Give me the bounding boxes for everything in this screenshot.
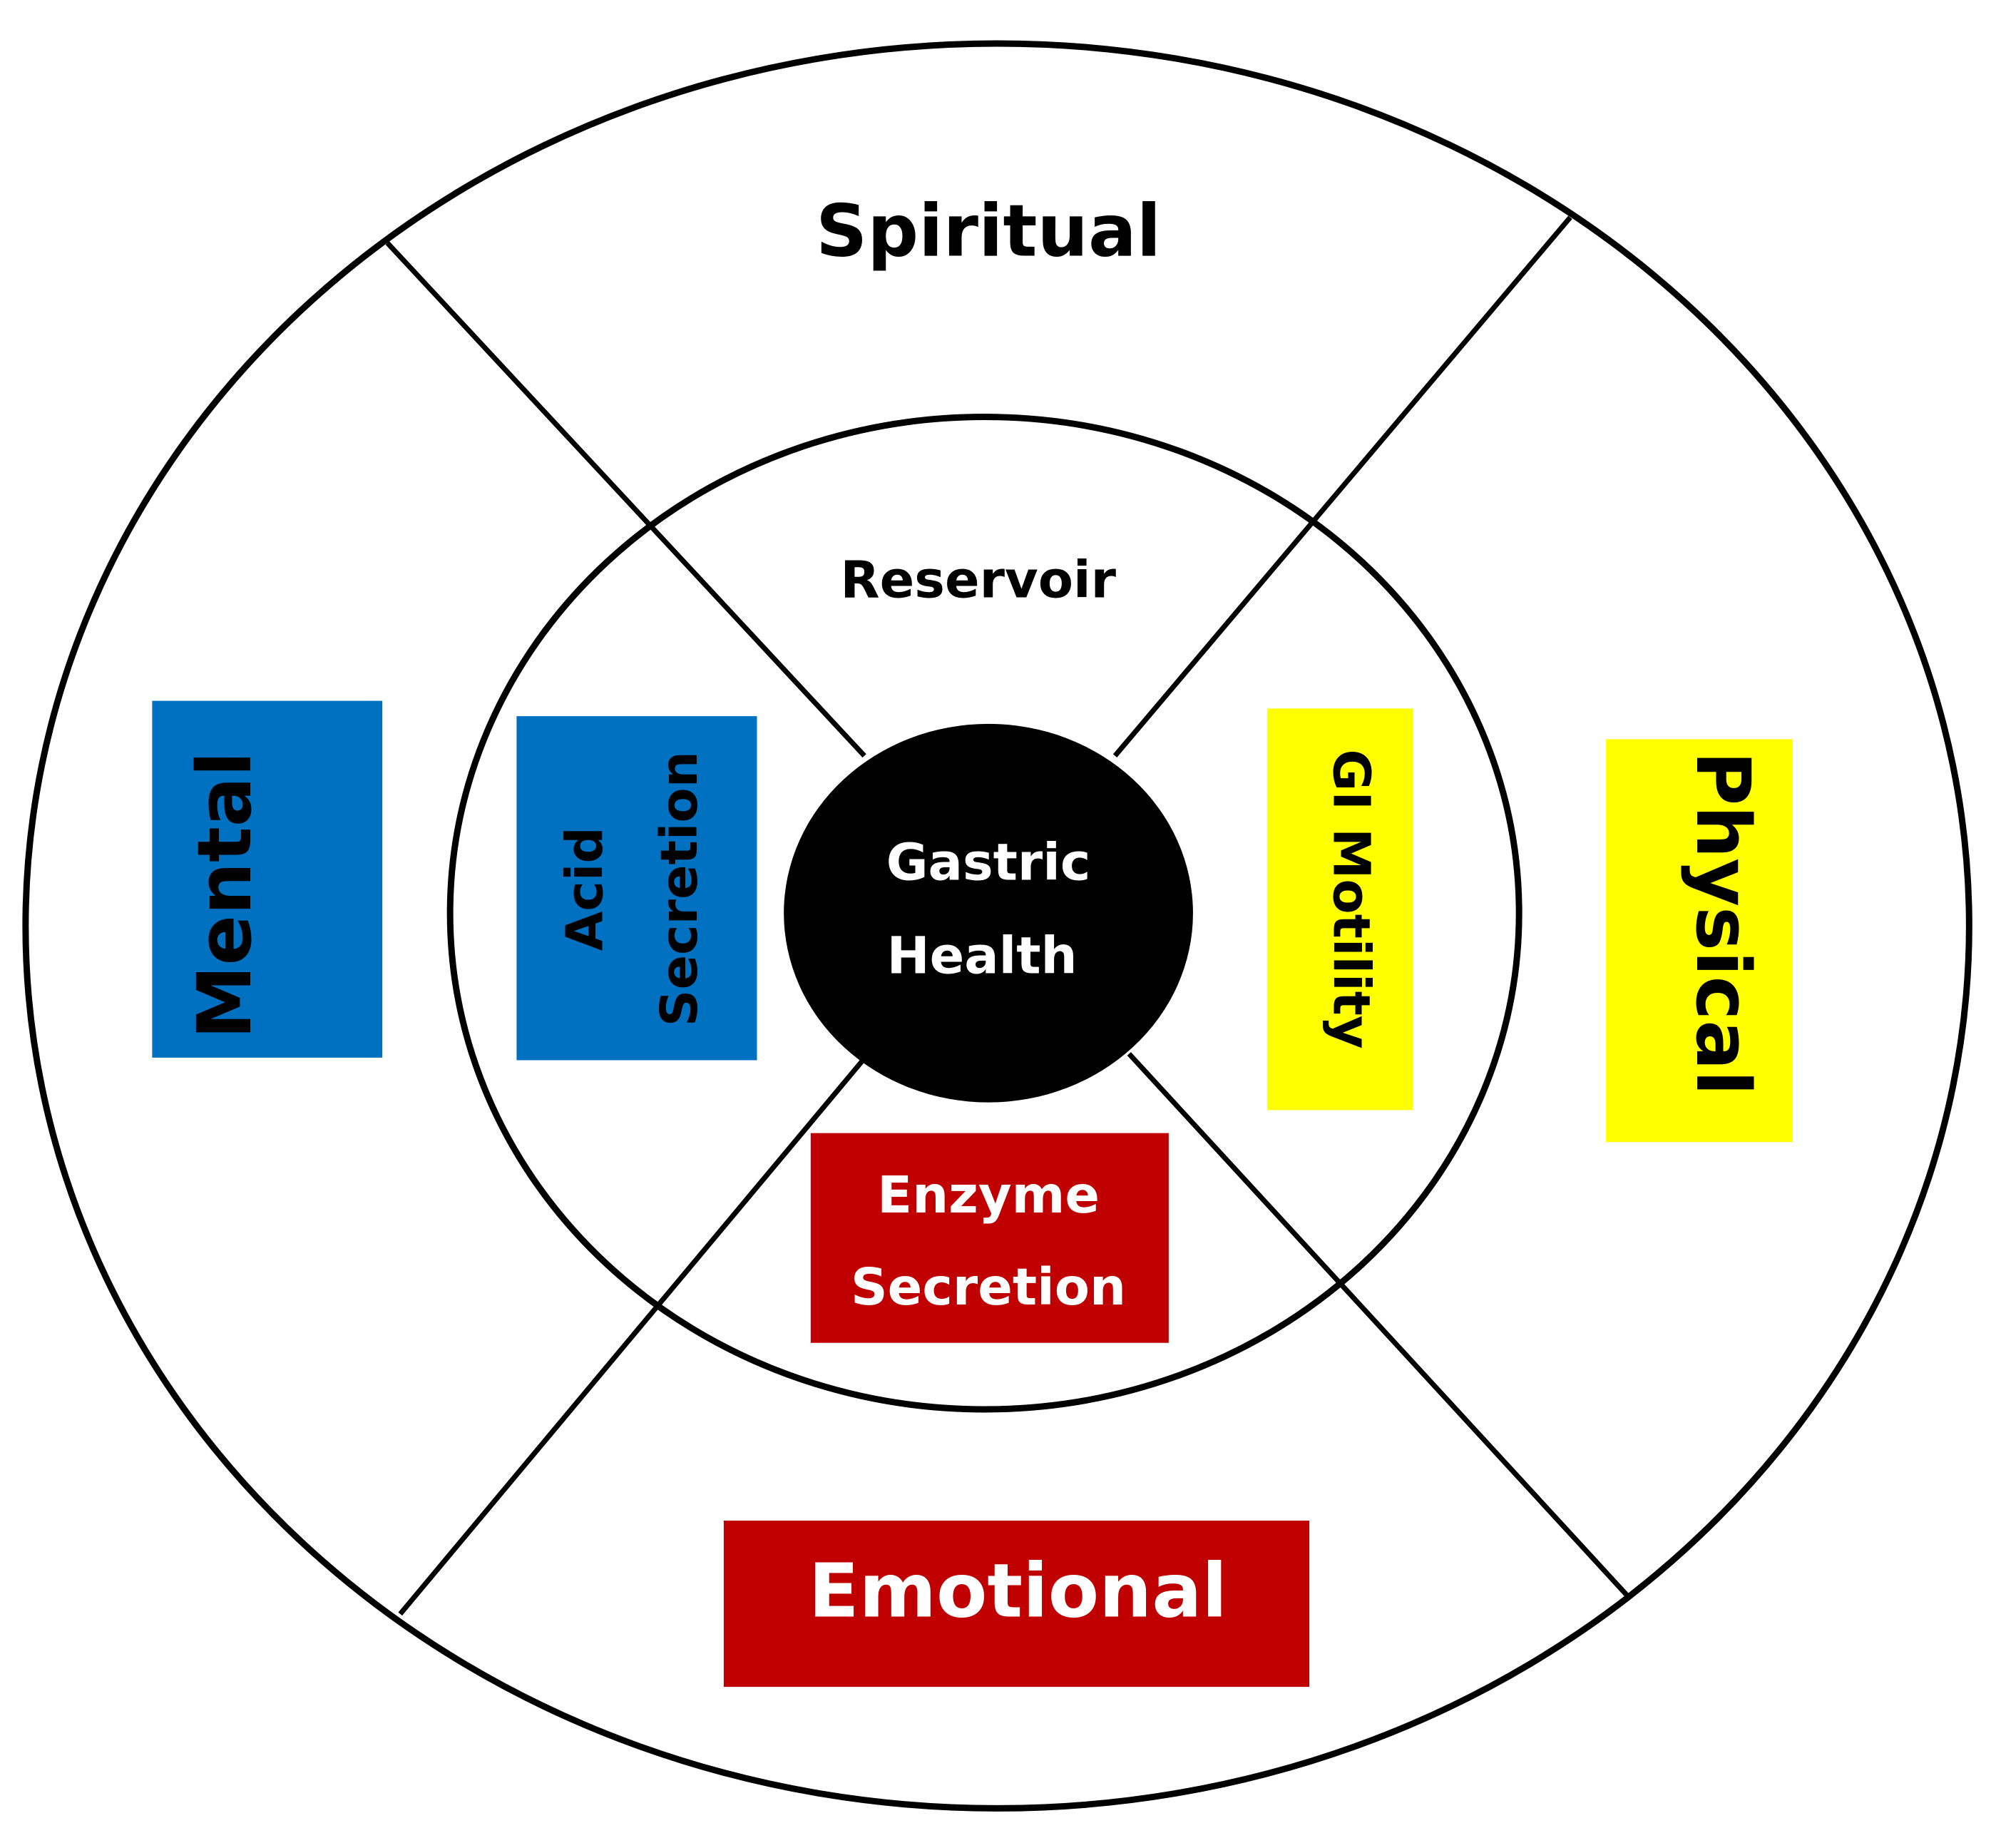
- center-label-line2: Health: [887, 926, 1078, 986]
- center-label-line1: Gastric: [886, 832, 1091, 892]
- outer-label-emotional: Emotional: [809, 1547, 1227, 1634]
- outer-box-physical: [1606, 739, 1793, 1143]
- divider-line-top-left: [385, 241, 866, 758]
- outer-box-emotional: [723, 1520, 1310, 1688]
- divider-line-top-right: [1112, 215, 1572, 758]
- inner-label-acid-secretion: Acid Secretion: [554, 751, 709, 1026]
- outer-box-mental: [152, 700, 383, 1058]
- divider-line-bottom-left: [398, 1059, 864, 1616]
- inner-circle: [446, 414, 1522, 1413]
- inner-box-acid-secretion: [516, 716, 757, 1061]
- inner-box-enzyme-secretion: [810, 1133, 1169, 1343]
- inner-label-gi-motility: GI Motility: [1321, 749, 1381, 1048]
- outer-label-spiritual: Spiritual: [816, 190, 1161, 273]
- inner-box-gi-motility: [1266, 708, 1413, 1111]
- inner-label-enzyme-secretion-line2: Secretion: [851, 1257, 1126, 1317]
- outer-label-physical: Physical: [1679, 751, 1766, 1096]
- inner-label-acid-secretion-line2: Secretion: [649, 751, 709, 1026]
- inner-label-acid-secretion-line1: Acid: [554, 827, 614, 951]
- divider-line-bottom-right: [1127, 1052, 1630, 1598]
- outer-circle: [22, 40, 1972, 1812]
- inner-label-reservoir: Reservoir: [840, 549, 1116, 609]
- outer-label-mental: Mental: [181, 751, 268, 1039]
- center-hub: [784, 723, 1193, 1103]
- inner-label-enzyme-secretion-line1: Enzyme: [877, 1165, 1100, 1225]
